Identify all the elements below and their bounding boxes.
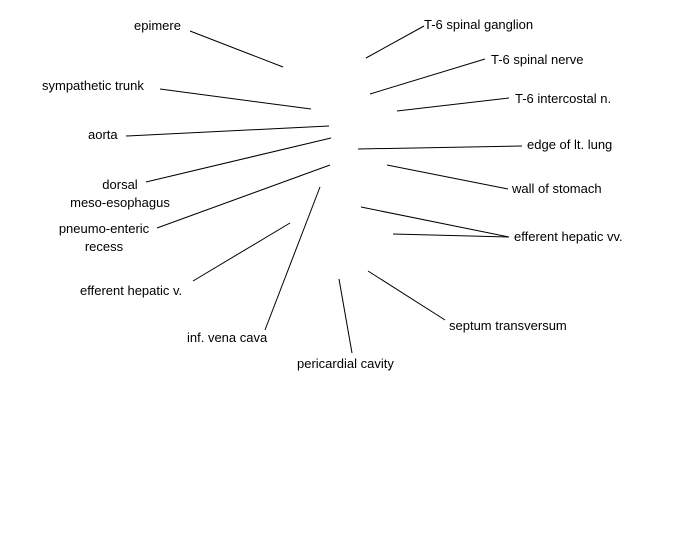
leader-sympathetic-trunk [159,88,312,110]
label-dorsal-meso-esophagus: dorsal meso-esophagus [58,176,182,212]
leader-inf-vena-cava [264,186,321,331]
label-aorta: aorta [88,127,118,142]
leader-dorsal-meso-esophagus [145,137,332,183]
leader-efferent-hepatic-v [192,222,291,282]
label-t6-intercostal-n: T-6 intercostal n. [515,91,612,106]
label-wall-of-stomach: wall of stomach [512,181,602,196]
label-sympathetic-trunk: sympathetic trunk [42,78,144,93]
leader-aorta [125,125,330,137]
label-inf-vena-cava: inf. vena cava [187,330,268,345]
leader-wall-of-stomach [386,164,509,190]
label-dorsal-meso-esophagus-line1: dorsal [102,177,138,192]
label-pneumo-enteric-recess: pneumo-enteric recess [48,220,160,256]
label-t6-spinal-ganglion: T-6 spinal ganglion [424,17,534,32]
leader-efferent-hepatic-vv-lower [392,233,510,238]
label-epimere: epimere [134,18,181,33]
leader-efferent-hepatic-vv-upper [360,206,510,238]
leader-t6-spinal-nerve [369,58,486,95]
leader-pneumo-enteric-recess [156,164,331,229]
label-pneumo-enteric-recess-line2: recess [84,239,124,254]
leader-t6-spinal-ganglion [365,25,425,59]
label-dorsal-meso-esophagus-line2: meso-esophagus [70,195,170,210]
leader-t6-intercostal-n [396,97,510,112]
label-t6-spinal-nerve: T-6 spinal nerve [491,52,584,67]
leader-septum-transversum [367,270,446,321]
label-efferent-hepatic-vv: efferent hepatic vv. [514,229,623,244]
label-pericardial-cavity: pericardial cavity [297,356,394,371]
label-septum-transversum: septum transversum [449,318,567,333]
leader-pericardial-cavity [338,278,353,354]
label-pneumo-enteric-recess-line1: pneumo-enteric [58,221,150,236]
label-efferent-hepatic-v: efferent hepatic v. [80,283,183,298]
label-edge-of-lt-lung: edge of lt. lung [527,137,613,152]
leader-edge-of-lt-lung [357,145,523,150]
leader-epimere [189,30,284,68]
